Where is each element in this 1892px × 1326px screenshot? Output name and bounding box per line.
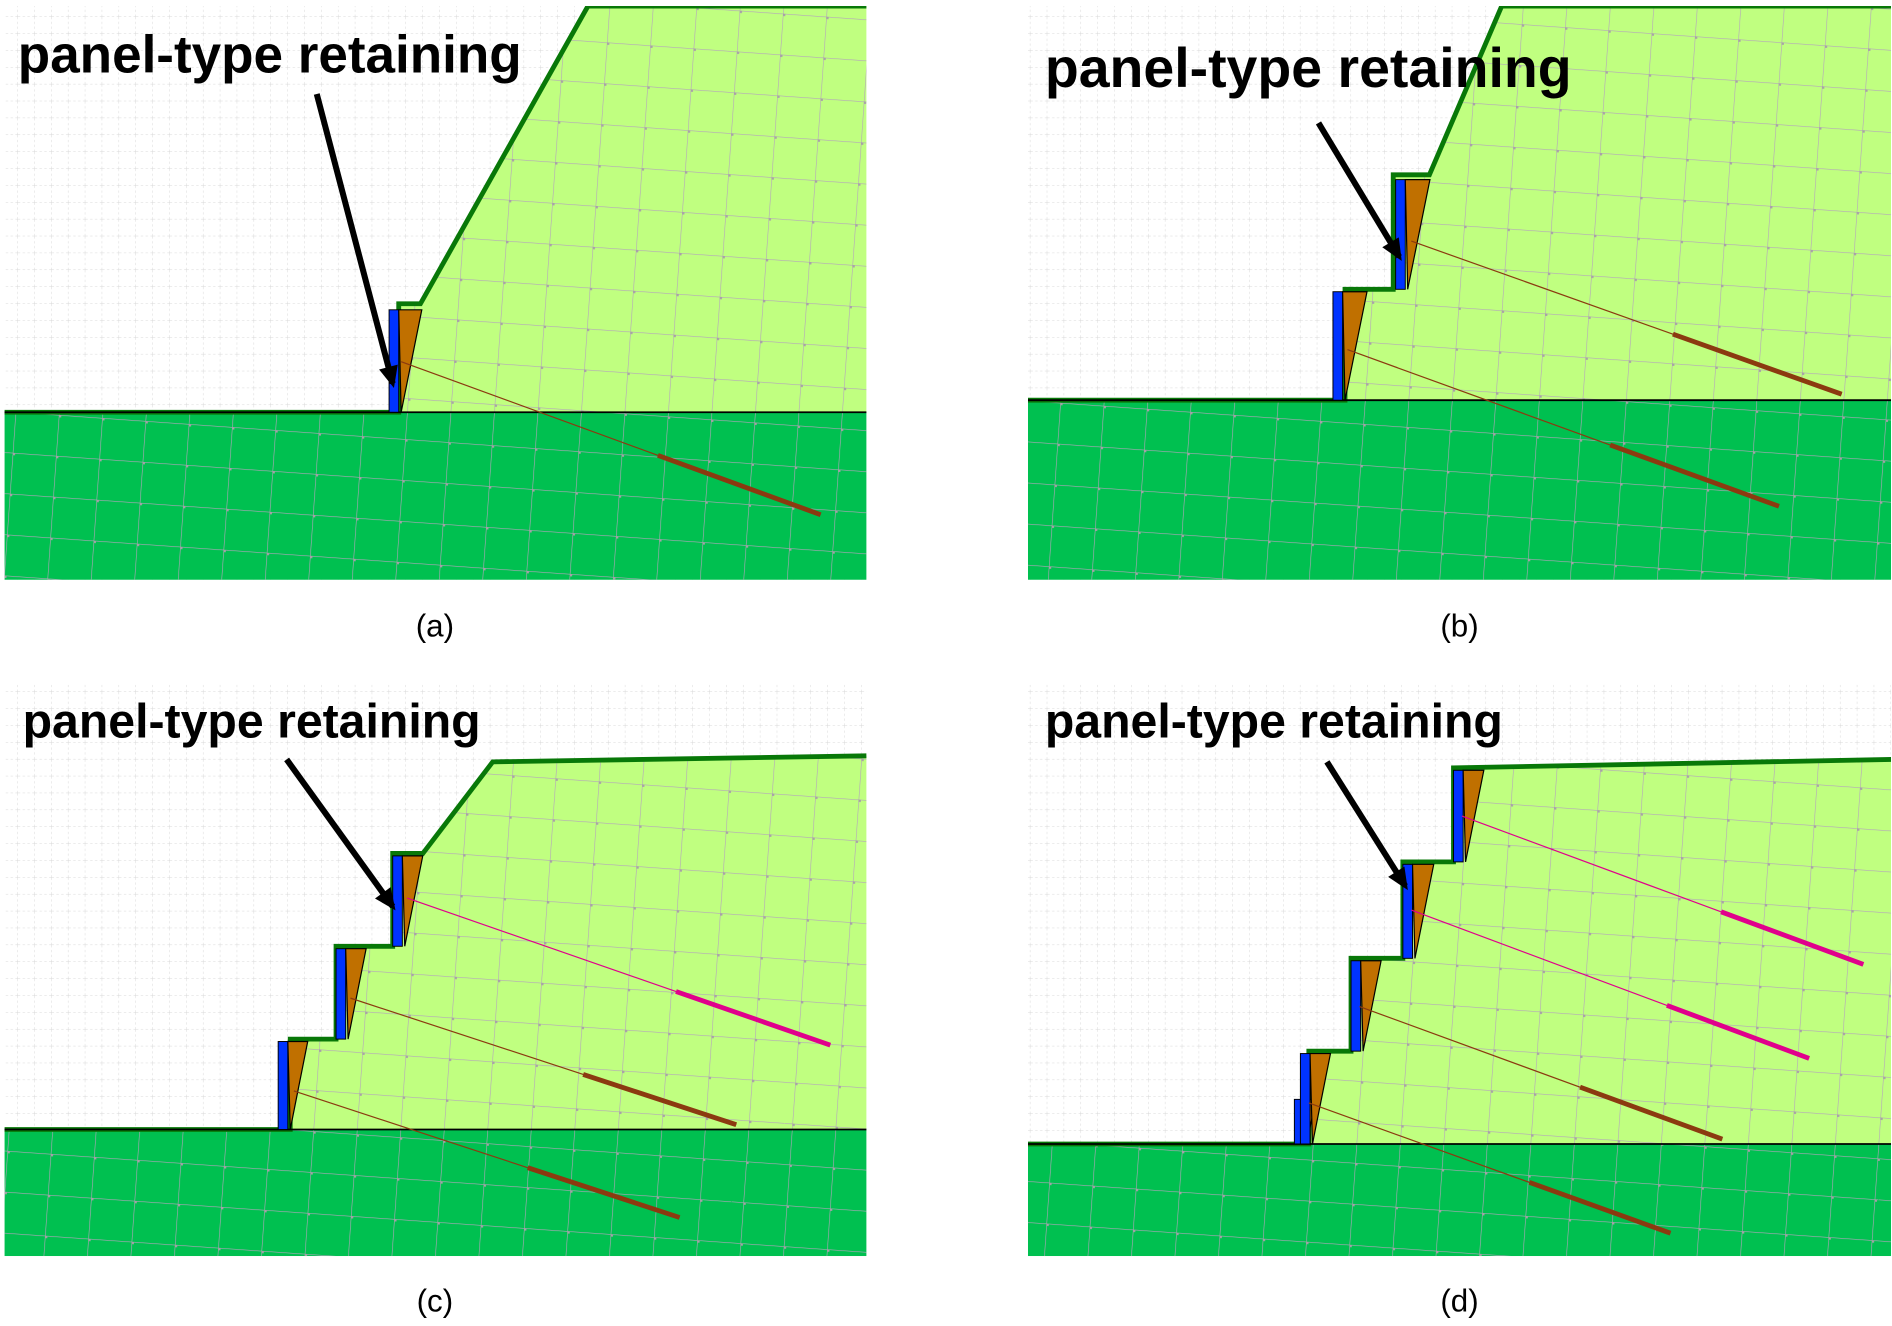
panel-label: panel-type retaining <box>18 25 522 84</box>
panel-content: panel-type retaining <box>4 6 867 580</box>
anchor-bond-length <box>1609 442 1780 509</box>
anchor-bond-length <box>1666 1003 1810 1061</box>
anchor-bond-length <box>526 1165 681 1220</box>
pointer-arrow <box>1324 760 1408 888</box>
backfill-mesh <box>290 755 867 1130</box>
foundation-mesh <box>1027 400 1892 580</box>
wall-fill-wedge <box>398 309 423 413</box>
wall-panel <box>1332 291 1344 401</box>
wall-fill-wedge <box>1462 769 1485 863</box>
anchor-bond-length <box>675 989 832 1048</box>
panel-caption: (b) <box>1440 608 1478 643</box>
wall-fill-wedge <box>1309 1052 1332 1145</box>
panel-caption: (a) <box>416 608 454 643</box>
panel-d: panel-type retaining (d) <box>1027 684 1892 1319</box>
wall-panel <box>1299 1053 1311 1145</box>
arrow-head-icon <box>375 887 396 911</box>
wall-fill-wedge <box>345 948 367 1040</box>
panel-label: panel-type retaining <box>1045 37 1572 99</box>
panel-label: panel-type retaining <box>23 695 481 749</box>
backfill-mesh <box>1345 6 1892 401</box>
panel-label: panel-type retaining <box>1045 695 1503 749</box>
wall-panel <box>1402 863 1413 959</box>
arrow-head-icon <box>1382 237 1402 261</box>
panel-content: panel-type retaining <box>4 684 867 1257</box>
wall-fill-wedge <box>1404 179 1431 290</box>
pointer-arrow <box>284 757 396 909</box>
panel-content: panel-type retaining <box>1027 684 1892 1257</box>
anchor-bond-length <box>657 453 822 517</box>
panel-caption: (c) <box>417 1284 454 1319</box>
wall-panel <box>1395 179 1406 290</box>
anchor-bond-length <box>1672 331 1843 397</box>
foundation-mesh <box>1027 1143 1892 1257</box>
wall-panel <box>392 855 403 947</box>
anchor-bond-length <box>582 1072 738 1127</box>
pointer-arrow <box>1315 121 1402 259</box>
arrow-head-icon <box>379 364 398 388</box>
wall-fill-wedge <box>1360 960 1382 1052</box>
wall-fill-wedge <box>1341 291 1368 401</box>
panel-a: panel-type retaining (a) <box>4 6 867 643</box>
panel-caption: (d) <box>1440 1284 1478 1319</box>
wall-panel <box>277 1041 289 1130</box>
wall-fill-wedge <box>401 855 424 947</box>
anchor-bond-length <box>1528 1180 1672 1236</box>
foundation-mesh <box>4 412 867 580</box>
panel-b: panel-type retaining (b) <box>1027 6 1892 643</box>
wall-panel <box>1350 960 1362 1052</box>
foundation-mesh <box>4 1129 867 1257</box>
wall-panel <box>1453 769 1464 863</box>
wall-fill-wedge <box>287 1040 309 1130</box>
wall-panel <box>388 309 400 413</box>
panel-content: panel-type retaining <box>1027 6 1892 580</box>
arrow-head-icon <box>1388 866 1408 891</box>
wall-panel <box>335 948 347 1040</box>
backfill-mesh <box>398 6 867 413</box>
anchor-bond-length <box>1579 1084 1724 1142</box>
anchor-bond-length <box>1720 909 1865 967</box>
pointer-arrow <box>313 93 396 385</box>
panel-c: panel-type retaining (c) <box>4 684 867 1319</box>
